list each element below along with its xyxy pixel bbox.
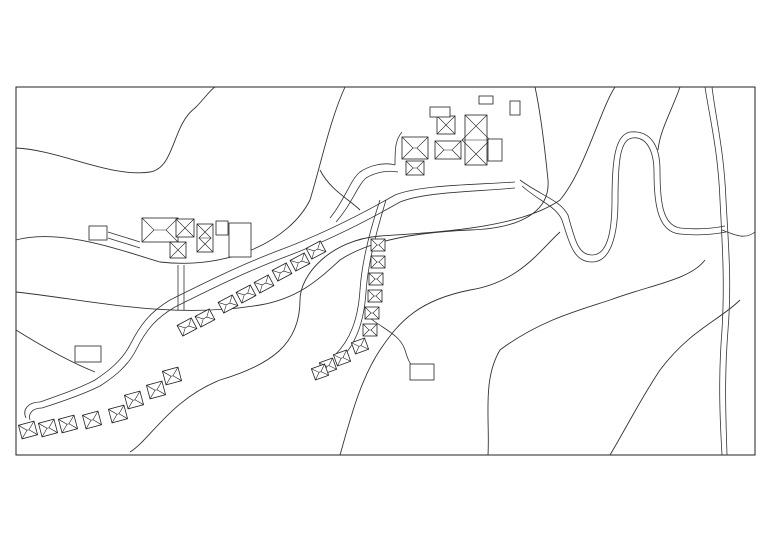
building — [509, 100, 521, 116]
building — [271, 262, 293, 282]
building — [405, 160, 425, 176]
building — [429, 106, 451, 118]
building — [74, 345, 102, 363]
building — [487, 138, 503, 162]
building — [169, 241, 187, 259]
road-network — [24, 131, 727, 421]
building — [436, 115, 456, 135]
building — [228, 222, 252, 258]
building — [434, 140, 462, 160]
building — [364, 306, 380, 320]
building — [370, 255, 386, 269]
building — [401, 136, 429, 160]
building — [235, 284, 257, 304]
building — [289, 252, 311, 272]
building — [175, 218, 195, 238]
building — [332, 349, 352, 367]
building — [141, 217, 179, 243]
building — [17, 420, 39, 440]
map-frame — [15, 86, 756, 456]
building — [310, 363, 330, 381]
building — [194, 308, 216, 328]
building-group — [17, 95, 521, 440]
building — [478, 95, 494, 105]
building — [145, 380, 167, 400]
building — [461, 114, 491, 166]
building — [350, 337, 370, 355]
building — [305, 240, 327, 260]
building — [367, 289, 383, 303]
building — [57, 414, 79, 434]
building — [370, 238, 386, 252]
building — [107, 404, 129, 424]
river — [704, 86, 756, 456]
building — [37, 418, 59, 438]
contour-lines — [15, 86, 741, 456]
building — [253, 274, 275, 294]
building — [196, 223, 214, 253]
building — [368, 272, 384, 286]
building — [409, 363, 435, 381]
building — [362, 323, 378, 337]
building — [123, 390, 145, 410]
building — [217, 294, 239, 314]
building — [176, 317, 198, 337]
building — [88, 225, 108, 241]
building — [161, 366, 183, 386]
building — [215, 220, 229, 236]
building — [81, 410, 103, 430]
